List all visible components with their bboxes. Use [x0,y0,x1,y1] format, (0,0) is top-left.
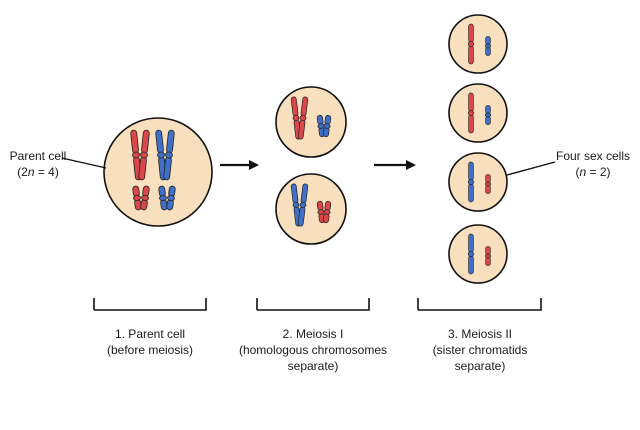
stage-2-desc-1: (homologous chromosomes [238,343,388,357]
stage-3-caption: 3. Meiosis II (sister chromatids separat… [400,326,560,374]
stage-2-desc-2: separate) [287,359,339,373]
parent-blue-pair-large [155,129,175,181]
sex-ploidy-prefix: ( [575,165,580,179]
bracket-stage-3 [417,298,542,311]
sex-cells-label: Four sex cells (n = 2) [548,148,638,180]
parent-red-pair-small [132,185,150,211]
chromatid-large [297,96,309,140]
sex-ploidy-suffix: = 2) [586,165,611,179]
parent-blue-pair-small [158,185,176,211]
parent-cell-label: Parent cell (2n = 4) [4,148,72,180]
stage-3-title: 3. Meiosis II [447,327,513,341]
stage-1-desc: (before meiosis) [106,343,194,357]
meiosis1-cell-bottom [275,173,347,245]
stage-2-title: 2. Meiosis I [282,327,344,341]
chromatid-small [484,36,492,56]
parent-cell [103,117,213,227]
sex-cells-label-line1: Four sex cells [555,149,631,163]
sex-cells-pointer [506,161,556,176]
sex-ploidy-n: n [579,165,587,179]
stage-2-caption: 2. Meiosis I (homologous chromosomes sep… [228,326,398,374]
parent-cell-label-line2: (2n = 4) [4,164,72,180]
sex-cells-label-line2: (n = 2) [548,164,638,180]
chromatid-large [290,96,302,140]
chromatid-small [322,200,332,224]
chromatid-small [158,185,168,211]
meiosis2-cell-3 [448,152,508,212]
chromatid-small [484,105,492,125]
parent-ploidy-prefix: (2 [17,165,28,179]
chromatid-large [163,129,175,181]
parent-red-pair-large [130,129,150,181]
bracket-stage-2 [256,298,370,311]
chromatid-small [484,246,492,266]
chromatid-large [138,129,150,181]
stage-3-desc-1: (sister chromatids [432,343,528,357]
parent-cell-pointer [61,157,107,169]
chromatid-small [166,185,176,211]
stage-1-caption: 1. Parent cell (before meiosis) [70,326,230,358]
stage-3-desc-2: separate) [454,359,506,373]
stage-1-title: 1. Parent cell [114,327,186,341]
parent-ploidy-suffix: = 4) [34,165,59,179]
bracket-stage-1 [93,298,207,311]
meiosis2-cell-1 [448,14,508,74]
chromatid-small [132,185,142,211]
chromatid-large [467,92,475,134]
chromatid-small [322,114,332,138]
chromatid-large [467,161,475,203]
parent-cell-label-line1: Parent cell [9,149,67,163]
meiosis2-cell-4 [448,224,508,284]
parent-ploidy-n: n [27,165,35,179]
chromatid-large [467,23,475,65]
chromatid-small [484,174,492,194]
chromatid-large [297,183,309,227]
meiosis2-cell-2 [448,83,508,143]
chromatid-large [290,183,302,227]
chromatid-large [130,129,142,181]
chromatid-large [467,233,475,275]
meiosis1-cell-top [275,86,347,158]
